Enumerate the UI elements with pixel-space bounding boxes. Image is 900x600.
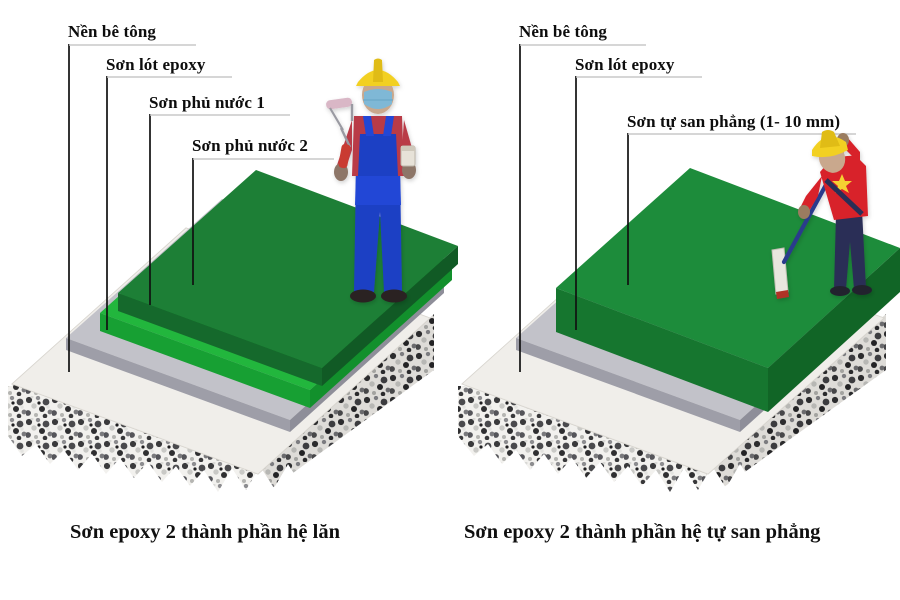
left-label-concrete-base: Nền bê tông: [68, 22, 156, 41]
left-label-underlines: [69, 44, 334, 160]
right-layer-self-leveling-front: [556, 288, 768, 412]
left-layer-topcoat-1-front: [100, 313, 310, 408]
right-label-concrete-base: Nền bê tông: [519, 22, 607, 41]
right-label-underlines: [520, 44, 856, 135]
right-layer-self-leveling-top: [556, 168, 900, 368]
right-label-self-leveling: Sơn tự san phẳng (1- 10 mm): [627, 112, 841, 131]
worker-with-squeegee: [771, 130, 872, 299]
right-label-epoxy-primer: Sơn lót epoxy: [575, 55, 675, 74]
left-label-epoxy-primer: Sơn lót epoxy: [106, 55, 206, 74]
left-layer-epoxy-primer-front: [66, 338, 290, 432]
left-panel-caption: Sơn epoxy 2 thành phần hệ lăn: [70, 521, 340, 543]
right-layer-epoxy-primer-front: [516, 338, 740, 432]
left-layer-topcoat-2-side: [322, 246, 458, 386]
left-slab-assembly: [8, 44, 458, 492]
left-layer-topcoat-2-front: [118, 293, 322, 386]
left-label-topcoat-1: Sơn phủ nước 1: [149, 93, 265, 112]
paint-roller-icon: [326, 97, 354, 169]
worker-with-roller: [326, 58, 416, 303]
left-label-topcoat-2: Sơn phủ nước 2: [192, 136, 308, 155]
right-panel-caption: Sơn epoxy 2 thành phần hệ tự san phẳng: [464, 521, 821, 543]
